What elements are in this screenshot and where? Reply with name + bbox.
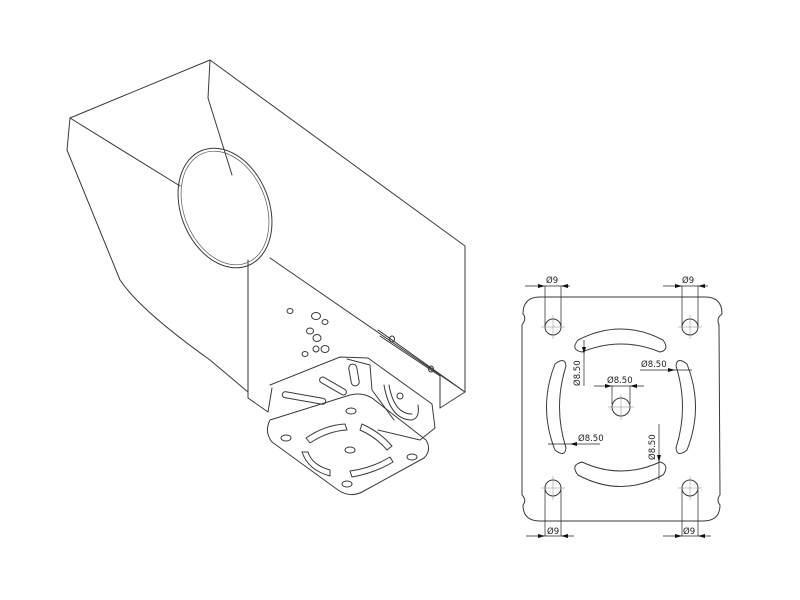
l-bracket bbox=[267, 356, 436, 441]
isometric-housing-view bbox=[66, 59, 466, 496]
mount-plate-iso bbox=[266, 393, 430, 496]
dim-bottom-left: Ø9 bbox=[547, 526, 559, 537]
housing-shell bbox=[66, 59, 466, 413]
dim-slot-right: Ø8.50 bbox=[641, 359, 667, 370]
dim-top-right: Ø9 bbox=[682, 275, 694, 286]
corner-holes bbox=[541, 315, 702, 500]
side-screw-holes bbox=[286, 308, 434, 373]
rotation-slot bbox=[383, 384, 419, 421]
dim-slot-bottom: Ø8.50 bbox=[647, 434, 658, 460]
front-window-opening bbox=[177, 147, 273, 269]
plate-top-view: Ø9 Ø9 Ø9 Ø9 Ø8.50 Ø8.50 Ø bbox=[521, 275, 723, 538]
dim-slot-top: Ø8.50 bbox=[572, 360, 583, 386]
arc-slots bbox=[546, 328, 696, 487]
dim-center-hole: Ø8.50 bbox=[607, 375, 633, 386]
plate-outline bbox=[521, 296, 723, 522]
dim-slot-left: Ø8.50 bbox=[578, 433, 604, 444]
dim-top-left: Ø9 bbox=[546, 275, 558, 286]
dim-bottom-right: Ø9 bbox=[683, 526, 695, 537]
dimension-annotations: Ø9 Ø9 Ø9 Ø9 Ø8.50 Ø8.50 Ø bbox=[525, 275, 711, 538]
